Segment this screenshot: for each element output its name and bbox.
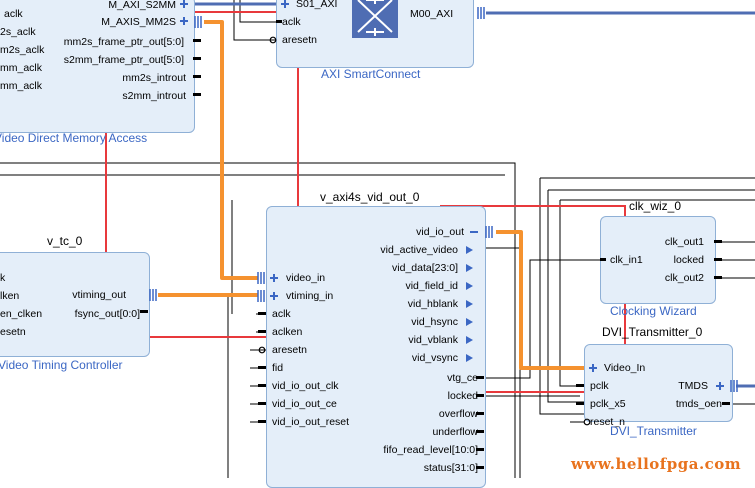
dvi-port-video-in[interactable]: Video_In	[604, 362, 646, 374]
vdma-subtitle: Video Direct Memory Access	[0, 131, 148, 145]
watermark-text: www.hellofpga.com	[571, 455, 742, 473]
vid-out-port-vtg-ce[interactable]: vtg_ce	[447, 372, 478, 384]
vdma-port-m-axi-s2mm[interactable]: M_AXI_S2MM	[108, 0, 176, 11]
vdma-port-m-axis-mm2s[interactable]: M_AXIS_MM2S	[101, 16, 176, 28]
vid-out-port-video-in[interactable]: video_in	[286, 272, 326, 284]
smartconnect-port-s01-axi[interactable]: S01_AXI	[296, 0, 338, 10]
vid-out-port-vid-vsync[interactable]: vid_vsync	[411, 352, 458, 364]
vid-out-port-vid-hblank[interactable]: vid_hblank	[407, 298, 458, 310]
vid-out-block[interactable]	[266, 206, 486, 488]
smartconnect-subtitle: AXI SmartConnect	[321, 67, 421, 81]
vtc-port-clken[interactable]: lken	[0, 290, 20, 302]
vtc-port-gen-clken[interactable]: en_clken	[0, 308, 43, 320]
vtc-port-resetn[interactable]: esetn	[0, 326, 26, 338]
port-glyph-layer	[140, 0, 738, 469]
vid-out-port-vid-io-out-ce[interactable]: vid_io_out_ce	[272, 398, 337, 410]
vid-out-port-vid-vblank[interactable]: vid_vblank	[408, 334, 458, 346]
wire-vid-io-out-to-dvi	[496, 230, 586, 370]
vdma-port-mm-aclk[interactable]: mm_aclk	[0, 62, 43, 74]
vdma-port-mm2s-frame-ptr[interactable]: mm2s_frame_ptr_out[5:0]	[63, 36, 184, 48]
vid-out-port-fifo-read-level[interactable]: fifo_read_level[10:0]	[383, 444, 478, 456]
vdma-port-mm-aclk-2[interactable]: mm_aclk	[0, 80, 43, 92]
vid-out-port-vid-io-out[interactable]: vid_io_out	[416, 226, 464, 238]
dvi-port-tmds[interactable]: TMDS	[678, 380, 708, 392]
dvi-title: DVI_Transmitter_0	[602, 325, 703, 339]
vdma-port-m2s-aclk[interactable]: m2s_aclk	[0, 44, 45, 56]
highlight-box-left	[105, 11, 299, 338]
dvi-subtitle: DVI_Transmitter	[610, 424, 697, 438]
dvi-block[interactable]	[584, 344, 733, 422]
vtc-subtitle: Video Timing Controller	[0, 358, 123, 372]
vid-out-port-vid-io-out-reset[interactable]: vid_io_out_reset	[272, 416, 350, 428]
vid-out-port-vtiming-in[interactable]: vtiming_in	[286, 290, 334, 302]
clkwiz-port-clk-in1[interactable]: clk_in1	[610, 254, 643, 266]
vid-out-port-vid-data[interactable]: vid_data[23:0]	[392, 262, 458, 274]
vid-out-port-overflow[interactable]: overflow	[438, 408, 478, 420]
net-aclk-smartconnect	[0, 162, 516, 478]
vdma-port-2s-aclk[interactable]: 2s_aclk	[0, 26, 36, 38]
dvi-port-pclk[interactable]: pclk	[590, 380, 609, 392]
vid-out-port-aresetn[interactable]: aresetn	[272, 344, 308, 356]
vdma-block[interactable]	[0, 0, 195, 133]
vid-out-title: v_axi4s_vid_out_0	[320, 190, 420, 204]
vdma-port-aclk[interactable]: aclk	[4, 8, 23, 20]
wires-layer	[0, 0, 755, 478]
vid-out-port-underflow[interactable]: underflow	[432, 426, 478, 438]
dvi-port-tmds-oen[interactable]: tmds_oen	[675, 398, 722, 410]
vid-out-port-locked[interactable]: locked	[447, 390, 478, 402]
vid-out-port-vid-field-id[interactable]: vid_field_id	[405, 280, 458, 292]
vtc-port-clk[interactable]: k	[0, 272, 6, 284]
clkwiz-port-clk-out2[interactable]: clk_out2	[664, 272, 704, 284]
clkwiz-title: clk_wiz_0	[629, 199, 682, 213]
vtc-port-vtiming-out[interactable]: vtiming_out	[72, 289, 126, 301]
smartconnect-port-aclk[interactable]: aclk	[282, 16, 301, 28]
vid-out-port-aclken[interactable]: aclken	[272, 326, 303, 338]
clkwiz-port-clk-out1[interactable]: clk_out1	[664, 236, 704, 248]
vdma-port-s2mm-frame-ptr[interactable]: s2mm_frame_ptr_out[5:0]	[63, 54, 184, 66]
clkwiz-port-locked[interactable]: locked	[673, 254, 704, 266]
crossbar-icon	[352, 0, 398, 38]
vtc-port-fsync-out[interactable]: fsync_out[0:0]	[74, 308, 140, 320]
dvi-port-reset-n[interactable]: reset_n	[590, 416, 626, 428]
vdma-port-s2mm-introut[interactable]: s2mm_introut	[122, 90, 186, 102]
vid-out-port-fid[interactable]: fid	[272, 362, 284, 374]
smartconnect-port-m00-axi[interactable]: M00_AXI	[410, 8, 454, 20]
vtc-block[interactable]	[0, 252, 150, 357]
wire-mm2s-to-video-in	[204, 20, 258, 280]
vtc-title: v_tc_0	[47, 234, 83, 248]
vid-out-port-vid-io-out-clk[interactable]: vid_io_out_clk	[272, 380, 339, 392]
vid-out-port-vid-active-video[interactable]: vid_active_video	[380, 244, 458, 256]
dvi-port-pclk-x5[interactable]: pclk_x5	[590, 398, 626, 410]
vid-out-port-aclk[interactable]: aclk	[272, 308, 291, 320]
vdma-port-mm2s-introut[interactable]: mm2s_introut	[122, 72, 186, 84]
clkwiz-subtitle: Clocking Wizard	[610, 304, 697, 318]
vid-out-port-vid-hsync[interactable]: vid_hsync	[411, 316, 458, 328]
vid-out-port-status[interactable]: status[31:0]	[423, 462, 478, 474]
smartconnect-port-aresetn[interactable]: aresetn	[282, 34, 318, 46]
